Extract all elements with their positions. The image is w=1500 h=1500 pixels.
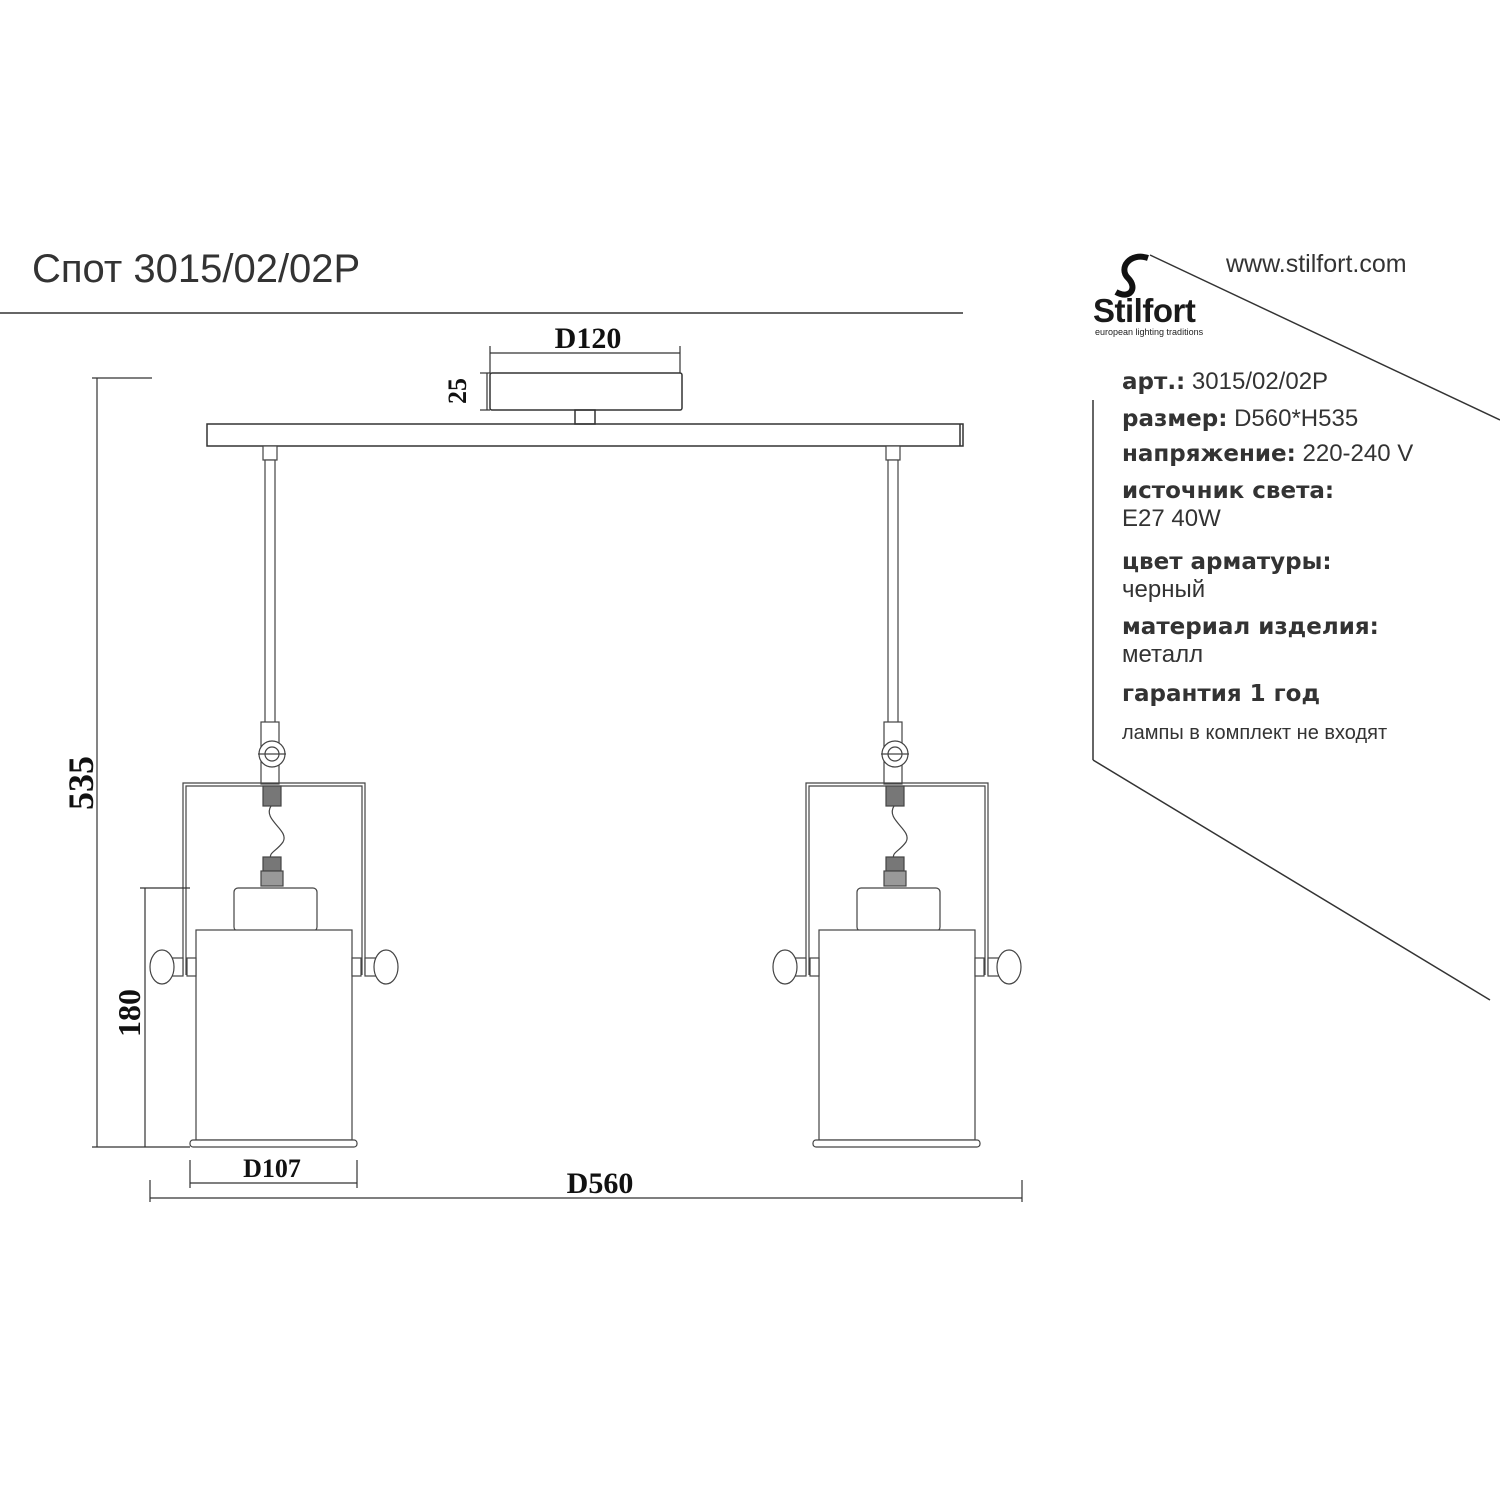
ceiling-bar: [206, 423, 964, 447]
panel-divider-top: [1149, 254, 1500, 421]
spec-color: цвет арматуры:черный: [1122, 548, 1332, 604]
canopy-stub: [574, 409, 596, 425]
spec-value: 220-240 V: [1302, 440, 1414, 467]
dim-canopy-height: 25: [443, 378, 472, 404]
spec-value: D560*H535: [1234, 405, 1359, 432]
brand-tagline: european lighting traditions: [1095, 327, 1204, 337]
spec-label: арт.:: [1122, 369, 1186, 395]
dim-total-width: D560: [567, 1167, 634, 1200]
canopy: [489, 372, 683, 411]
dim-shade-diameter: D107: [243, 1154, 301, 1183]
dim-shade-height: 180: [111, 989, 147, 1037]
spec-label: гарантия 1 год: [1122, 681, 1321, 707]
spot-lamp-left: [149, 445, 399, 1148]
panel-divider-bottom: [1092, 759, 1491, 1001]
spec-value: металл: [1122, 641, 1204, 668]
lamps-note: лампы в комплект не входят: [1122, 722, 1388, 744]
spec-value: 3015/02/02P: [1191, 368, 1329, 395]
brand-name: Stilfort: [1093, 292, 1196, 329]
spec-size: размер: D560*H535: [1122, 405, 1358, 433]
spec-article: арт.: 3015/02/02P: [1122, 368, 1328, 396]
spec-warranty: гарантия 1 год: [1122, 680, 1320, 708]
spec-value: черный: [1122, 576, 1206, 603]
spec-value: E27 40W: [1122, 505, 1221, 532]
spec-voltage: напряжение: 220-240 V: [1122, 440, 1413, 468]
stilfort-logo-icon: [1114, 253, 1149, 298]
spec-label: цвет арматуры:: [1122, 549, 1332, 575]
dim-total-height: 535: [61, 756, 101, 810]
spec-label: размер:: [1122, 406, 1228, 432]
dim-canopy-diameter: D120: [555, 322, 622, 355]
spec-label: источник света:: [1122, 478, 1335, 504]
spec-label: материал изделия:: [1122, 614, 1379, 640]
page-title: Спот 3015/02/02P: [32, 247, 361, 291]
spec-material: материал изделия:металл: [1122, 613, 1379, 669]
spot-lamp-right: [772, 445, 1022, 1148]
spec-label: напряжение:: [1122, 441, 1296, 467]
spec-light-source: источник света:E27 40W: [1122, 477, 1334, 533]
brand-url[interactable]: www.stilfort.com: [1226, 250, 1407, 278]
